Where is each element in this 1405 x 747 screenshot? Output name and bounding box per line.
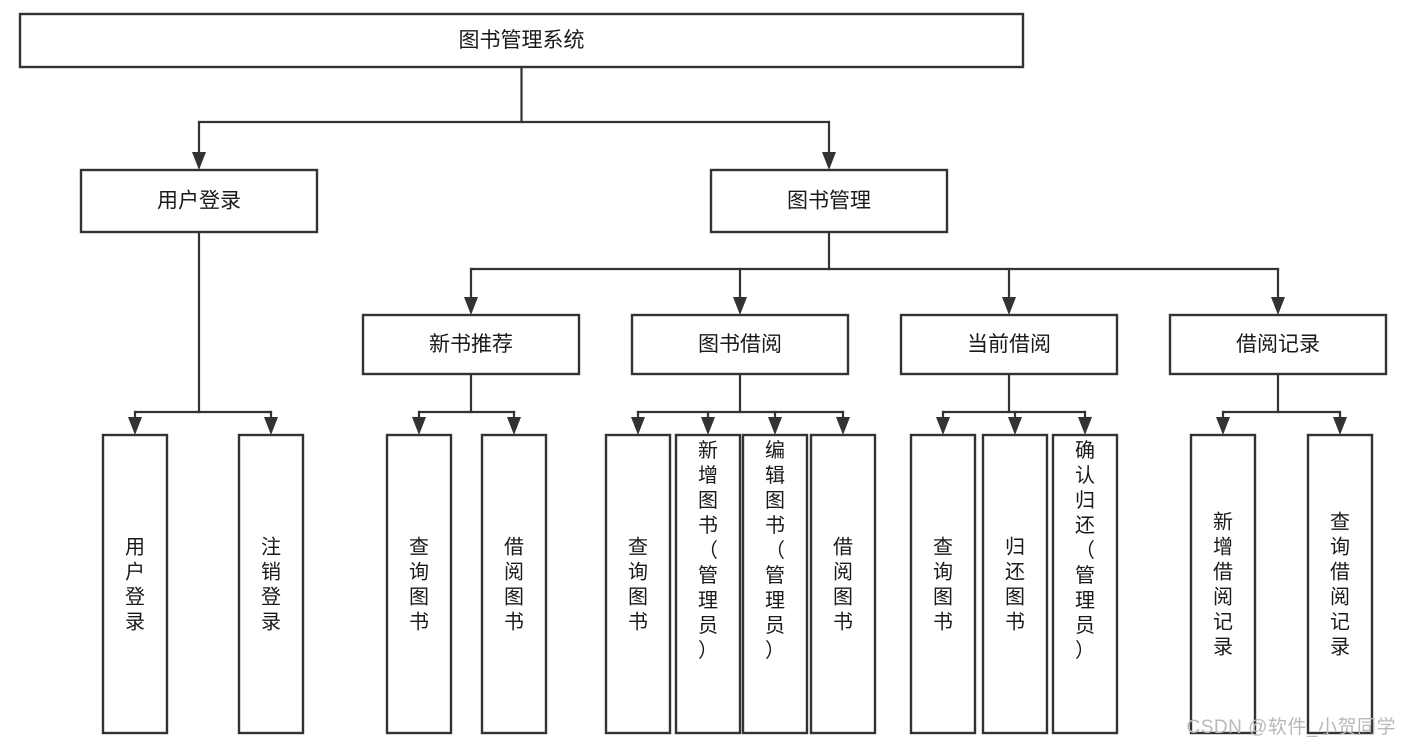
arrow-head-icon <box>822 152 836 170</box>
node-label: 归还图书 <box>1005 536 1025 634</box>
arrow-head-icon <box>1078 417 1092 435</box>
node-label: 查询图书 <box>933 536 953 634</box>
node-level3[interactable]: 借阅记录 <box>1168 313 1388 376</box>
arrow-head-icon <box>936 417 950 435</box>
node-box[interactable] <box>237 433 305 735</box>
node-root[interactable]: 图书管理系统 <box>18 12 1025 69</box>
node-level3[interactable]: 图书借阅 <box>630 313 850 376</box>
arrow-head-icon <box>768 417 782 435</box>
arrow-head-icon <box>464 297 478 315</box>
node-box[interactable] <box>741 433 809 735</box>
node-box[interactable] <box>480 433 548 735</box>
node-box[interactable] <box>1189 433 1257 735</box>
node-leaf[interactable]: 用户登录 <box>101 433 169 735</box>
node-label: 借阅记录 <box>1236 333 1320 356</box>
diagram-nodes: 图书管理系统用户登录图书管理新书推荐图书借阅当前借阅借阅记录用户登录注销登录查询… <box>18 12 1388 735</box>
node-label: 编辑图书（管理员） <box>765 439 785 662</box>
node-box[interactable] <box>1051 433 1119 735</box>
arrow-head-icon <box>412 417 426 435</box>
arrow-head-icon <box>264 417 278 435</box>
node-label: 查询图书 <box>409 536 429 634</box>
node-level3[interactable]: 新书推荐 <box>361 313 581 376</box>
arrow-head-icon <box>1216 417 1230 435</box>
node-leaf[interactable]: 归还图书 <box>981 433 1049 735</box>
arrow-head-icon <box>1271 297 1285 315</box>
node-leaf[interactable]: 确认归还（管理员） <box>1051 433 1119 735</box>
node-label: 查询图书 <box>628 536 648 634</box>
arrow-head-icon <box>631 417 645 435</box>
arrow-head-icon <box>192 152 206 170</box>
node-leaf[interactable]: 查询借阅记录 <box>1306 433 1374 735</box>
arrow-head-icon <box>733 297 747 315</box>
node-label: 用户登录 <box>157 190 241 213</box>
node-box[interactable] <box>899 313 1119 376</box>
node-level2[interactable]: 用户登录 <box>79 168 319 234</box>
node-leaf[interactable]: 查询图书 <box>604 433 672 735</box>
node-leaf[interactable]: 借阅图书 <box>809 433 877 735</box>
node-label: 注销登录 <box>261 536 281 634</box>
node-box[interactable] <box>604 433 672 735</box>
arrow-head-icon <box>507 417 521 435</box>
node-label: 新书推荐 <box>429 333 513 356</box>
node-level2[interactable]: 图书管理 <box>709 168 949 234</box>
arrow-head-icon <box>836 417 850 435</box>
node-leaf[interactable]: 编辑图书（管理员） <box>741 433 809 735</box>
node-leaf[interactable]: 借阅图书 <box>480 433 548 735</box>
node-box[interactable] <box>101 433 169 735</box>
node-label: 图书管理系统 <box>459 29 585 52</box>
node-leaf[interactable]: 查询图书 <box>385 433 453 735</box>
node-box[interactable] <box>674 433 742 735</box>
node-label: 图书借阅 <box>698 333 782 356</box>
node-box[interactable] <box>1306 433 1374 735</box>
csdn-watermark: CSDN @软件_小贺同学 <box>1187 716 1396 738</box>
node-label: 图书管理 <box>787 190 871 213</box>
node-box[interactable] <box>79 168 319 234</box>
node-box[interactable] <box>981 433 1049 735</box>
node-label: 借阅图书 <box>504 536 524 634</box>
node-box[interactable] <box>385 433 453 735</box>
arrow-head-icon <box>128 417 142 435</box>
arrow-head-icon <box>1002 297 1016 315</box>
node-box[interactable] <box>18 12 1025 69</box>
node-level3[interactable]: 当前借阅 <box>899 313 1119 376</box>
node-leaf[interactable]: 查询图书 <box>909 433 977 735</box>
arrow-head-icon <box>1333 417 1347 435</box>
node-leaf[interactable]: 新增图书（管理员） <box>674 433 742 735</box>
node-box[interactable] <box>630 313 850 376</box>
node-label: 借阅图书 <box>833 536 853 634</box>
node-box[interactable] <box>709 168 949 234</box>
node-box[interactable] <box>909 433 977 735</box>
node-label: 用户登录 <box>125 537 145 634</box>
node-leaf[interactable]: 新增借阅记录 <box>1189 433 1257 735</box>
arrow-head-icon <box>1008 417 1022 435</box>
node-label: 新增图书（管理员） <box>698 439 718 662</box>
node-box[interactable] <box>809 433 877 735</box>
node-box[interactable] <box>361 313 581 376</box>
connector-edges <box>128 65 1347 435</box>
node-label: 查询借阅记录 <box>1330 511 1350 659</box>
node-box[interactable] <box>1168 313 1388 376</box>
arrow-head-icon <box>701 417 715 435</box>
node-label: 确认归还（管理员） <box>1075 439 1095 662</box>
node-label: 新增借阅记录 <box>1213 511 1233 659</box>
node-leaf[interactable]: 注销登录 <box>237 433 305 735</box>
node-label: 当前借阅 <box>967 333 1051 356</box>
